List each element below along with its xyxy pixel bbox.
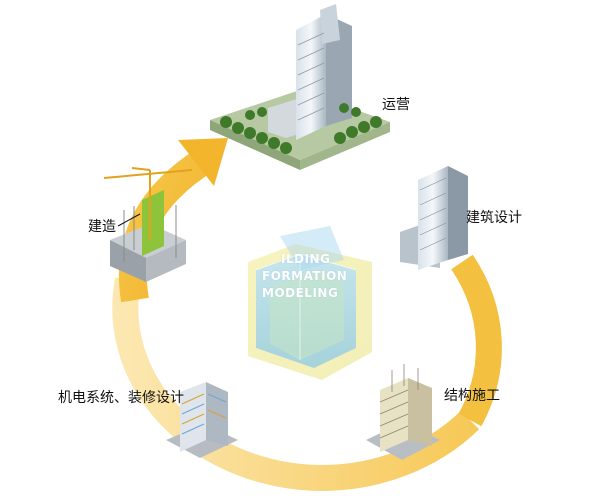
office-tower-icon xyxy=(210,4,390,170)
crane-construction-icon xyxy=(103,167,193,282)
mep-building-icon xyxy=(166,382,238,458)
stage-label-structure-construction: 结构施工 xyxy=(444,388,500,404)
structure-frame-icon xyxy=(366,364,440,460)
construction-leader-line xyxy=(117,213,141,227)
bim-text-line-1: ILDING xyxy=(281,252,331,266)
stage-label-architecture-design: 建筑设计 xyxy=(466,210,522,226)
bim-text-line-2: FORMATION xyxy=(262,269,348,283)
bim-text-line-3: MODELING xyxy=(262,286,339,300)
stage-label-construction: 建造 xyxy=(88,219,116,235)
building-design-icon xyxy=(400,166,468,270)
stage-label-operations: 运营 xyxy=(382,97,410,113)
arrow-head-icon xyxy=(178,138,228,186)
bim-cube-icon xyxy=(248,226,372,380)
stage-label-mep-decoration-design: 机电系统、装修设计 xyxy=(58,390,184,406)
